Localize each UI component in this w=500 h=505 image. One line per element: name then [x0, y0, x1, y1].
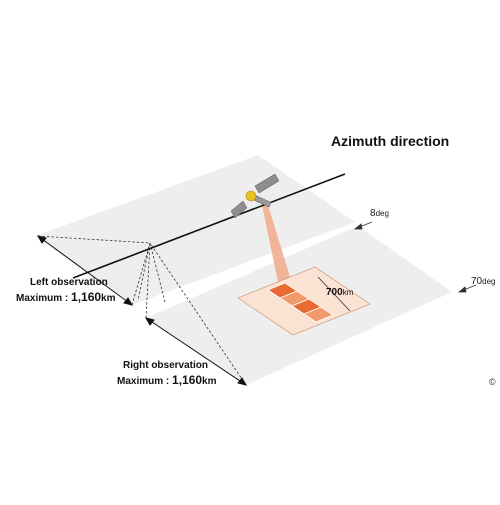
angle-outer-unit: deg	[482, 277, 496, 286]
angle-outer-pointer	[457, 284, 477, 293]
scene-strip	[303, 306, 334, 323]
copyright-mark: ©	[489, 377, 496, 387]
left-observation-arrow	[36, 235, 134, 306]
angle-inner-value: 8	[370, 208, 376, 219]
angle-inner-label: 8deg	[370, 208, 389, 219]
swath-label: 700km	[326, 287, 353, 298]
observation-dashed-lines	[37, 235, 247, 386]
azimuth-axis	[72, 173, 346, 279]
satellite-icon	[230, 173, 280, 219]
angle-outer-value: 70	[471, 276, 483, 287]
swath-value: 700	[326, 287, 343, 298]
right-observation-arrow	[144, 317, 248, 386]
swath-dimension-line	[317, 276, 351, 312]
left-observation-max: Maximum : 1,160km	[16, 290, 116, 304]
left-ground-plane	[35, 155, 355, 305]
radar-beam	[262, 205, 290, 282]
left-observation-title: Left observation	[30, 277, 108, 288]
angle-inner-unit: deg	[375, 209, 389, 218]
satellite-body	[245, 190, 257, 202]
right-observation-max: Maximum : 1,160km	[117, 373, 217, 387]
angle-outer-label: 70deg	[471, 276, 495, 287]
left-observation-label: Left observation Maximum : 1,160km	[16, 276, 116, 306]
solar-panel	[254, 173, 280, 194]
scene-strips	[267, 282, 334, 323]
azimuth-direction-label: Azimuth direction	[331, 133, 450, 149]
solar-panel	[230, 200, 248, 219]
right-observation-label: Right observation Maximum : 1,160km	[117, 359, 217, 389]
right-observation-title: Right observation	[123, 360, 209, 371]
angle-inner-pointer	[353, 221, 373, 230]
swath-unit: km	[342, 288, 354, 297]
